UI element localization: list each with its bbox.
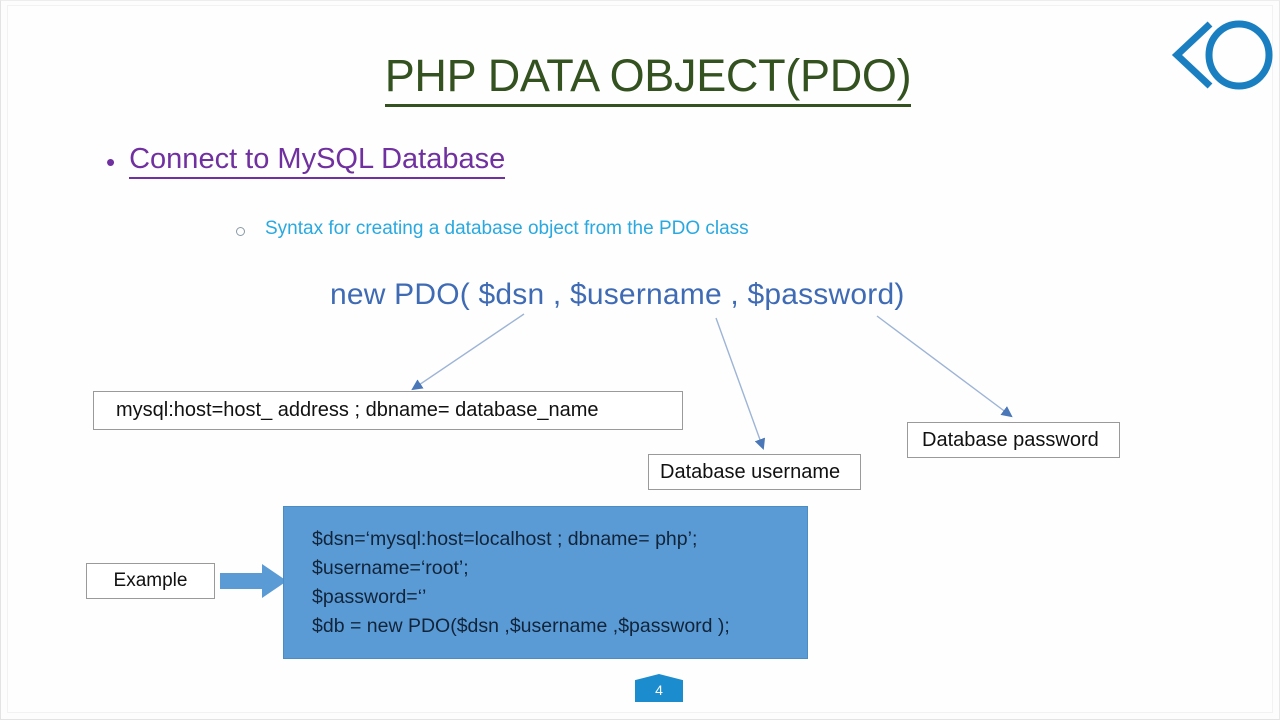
callout-example: Example — [86, 563, 215, 599]
bullet-level1: • Connect to MySQL Database — [106, 143, 506, 180]
code-line: $password=‘’ — [312, 586, 427, 608]
callout-dsn-label: mysql:host=host_ address ; dbname= datab… — [116, 399, 599, 421]
code-example-block: $dsn=‘mysql:host=localhost ; dbname= php… — [283, 506, 808, 659]
bullet-dot-icon: • — [106, 147, 116, 177]
page-number-badge: 4 — [635, 674, 683, 702]
badge-shape — [635, 674, 683, 702]
callout-username-label: Database username — [660, 460, 841, 483]
callout-password-label: Database password — [922, 428, 1099, 451]
bullet-level2-label: Syntax for creating a database object fr… — [265, 218, 749, 239]
slide-title: PHP DATA OBJECT(PDO) — [8, 50, 1279, 107]
block-arrow-icon — [220, 562, 288, 600]
slide-title-text: PHP DATA OBJECT(PDO) — [384, 50, 912, 107]
callout-username: Database username — [648, 454, 861, 490]
bullet-level2: Syntax for creating a database object fr… — [236, 218, 749, 240]
slide-inner-frame: PHP DATA OBJECT(PDO) • Connect to MySQL … — [7, 5, 1273, 713]
callout-password: Database password — [907, 422, 1120, 458]
page-number-label: 4 — [655, 682, 663, 698]
bullet-ring-icon — [236, 227, 245, 236]
code-line: $db = new PDO($dsn ,$username ,$password… — [312, 615, 730, 637]
bullet-level1-label: Connect to MySQL Database — [129, 143, 506, 180]
chevron-circle-logo-icon — [1163, 14, 1279, 96]
callout-dsn: mysql:host=host_ address ; dbname= datab… — [93, 391, 683, 430]
pdo-syntax-line: new PDO( $dsn , $username , $password) — [330, 278, 905, 311]
callout-example-label: Example — [113, 570, 188, 591]
code-line: $username=‘root’; — [312, 557, 469, 579]
code-line: $dsn=‘mysql:host=localhost ; dbname= php… — [312, 528, 698, 550]
